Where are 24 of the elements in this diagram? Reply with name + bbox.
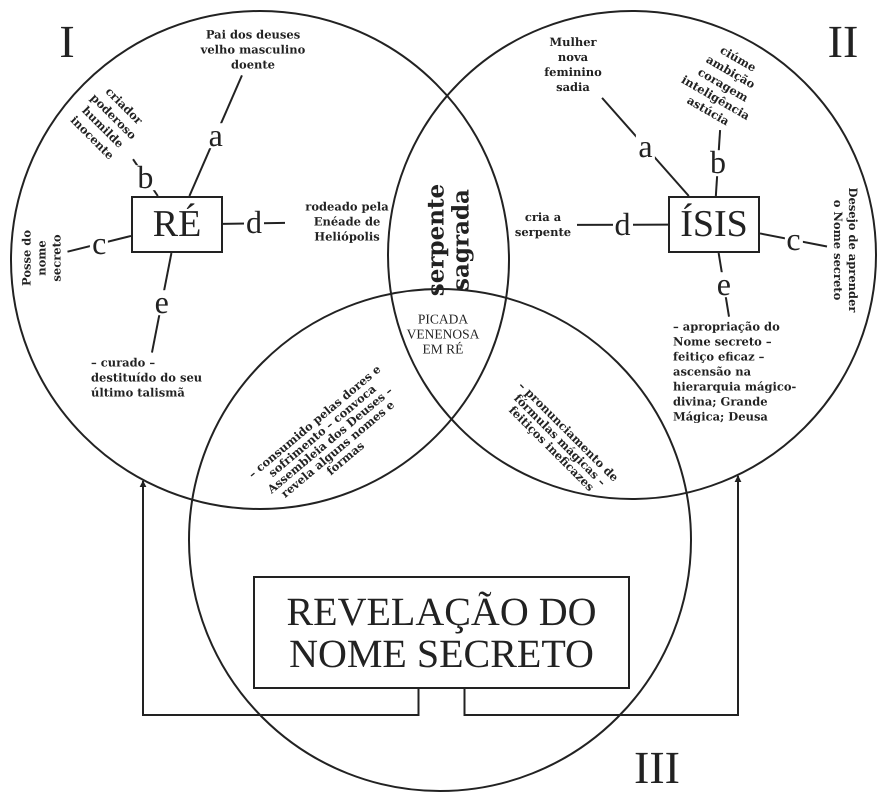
edge-label: b (708, 150, 728, 176)
annotation-text: Posse do nome secreto (20, 223, 64, 293)
edge-label: e (152, 290, 171, 316)
annotation-text: Pai dos deuses velho masculino doente (200, 28, 306, 72)
annotation-text: – curado – destituído do seu último talismã (91, 356, 203, 400)
edge-label: a (636, 134, 655, 160)
circle-numeral: III (634, 745, 680, 791)
edge-label: d (612, 212, 632, 238)
annotation-text: Desejo de aprender o Nome secreto (830, 188, 860, 312)
edge-label: a (206, 122, 225, 148)
region-label: serpente sagrada (424, 182, 474, 298)
edge-label: d (244, 210, 264, 236)
arrow (464, 475, 742, 716)
circle-numeral: I (59, 19, 75, 65)
annotation-text: – apropriação do Nome secreto – feitiço eficaz – ascensão na hierarquia mágico-divina; Grande Mágica; Deusa (673, 320, 803, 424)
annotation-text: rodeado pela Enéade de Heliópolis (288, 200, 406, 244)
title-box: ÍSIS (668, 196, 760, 253)
arrow (140, 480, 420, 716)
annotation-text: Mulher nova feminino sadia (534, 35, 612, 95)
circle-numeral: II (828, 19, 858, 65)
annotation-text: cria a serpente (512, 210, 574, 240)
title-box: REVELAÇÃO DO NOME SECRETO (253, 576, 630, 689)
title-box: RÉ (131, 196, 223, 253)
region-label: PICADA VENENOSA EM RÉ (406, 312, 480, 358)
